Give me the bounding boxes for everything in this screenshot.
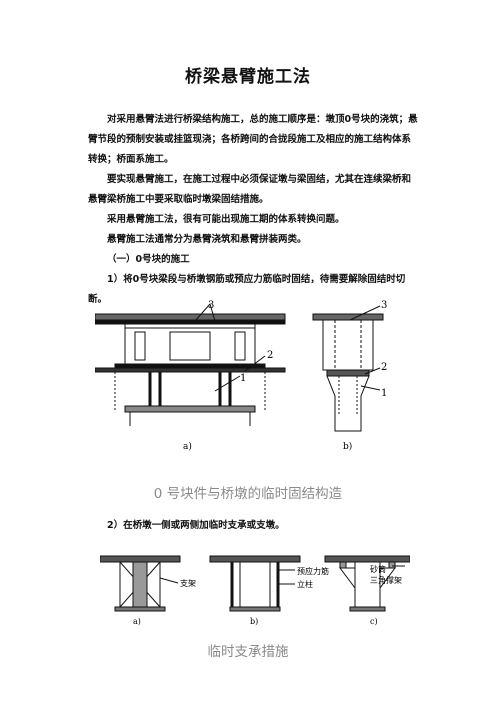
figure-2c-sublabel: c) [370, 617, 378, 626]
paragraph-system-conversion: 采用悬臂施工法，很有可能出现施工期的体系转换问题。 [107, 214, 345, 225]
figure-2b-label-strand: 预应力筋 [297, 566, 329, 576]
figure-1b-label-3: 3 [381, 300, 387, 311]
figure-1b-cross-section [312, 305, 384, 432]
figure-2c [324, 555, 410, 612]
figure-2b-label-column: 立柱 [297, 579, 313, 589]
figure-1a-label-3: 3 [208, 300, 214, 311]
figure-2b [209, 555, 301, 612]
figure-2c-label-sand: 砂筒 [370, 564, 386, 574]
figure-2c-label-truss: 三角撑架 [370, 575, 402, 585]
figure-1-caption: 0 号块件与桥墩的临时固结构造 [153, 486, 343, 502]
step-1-text: 1）将0号块梁段与桥墩钢筋或预应力筋临时固结，待需要解除固结时切断。 [88, 274, 406, 305]
figure-temporary-fixation: 3 2 1 a) 3 2 1 b) [95, 300, 387, 452]
figure-1b-sublabel: b) [343, 441, 352, 452]
figure-2-caption: 临时支承措施 [207, 644, 289, 660]
figure-2a-sublabel: a) [133, 617, 141, 626]
figure-1a-label-2: 2 [267, 350, 273, 361]
figure-2a [100, 555, 181, 612]
step-2-text: 2）在桥墩一侧或两侧加临时支承或支墩。 [107, 520, 285, 531]
paragraph-cantilever-types: 悬臂施工法通常分为悬臂浇筑和悬臂拼装两类。 [107, 234, 307, 245]
figure-1a-label-1: 1 [240, 373, 246, 384]
figure-2a-label-support: 支架 [180, 578, 196, 588]
paragraph-pier-beam-fixation: 要实现悬臂施工，在施工过程中必须保证墩与梁固结，尤其在连续梁桥和悬臂梁桥施工中要… [88, 174, 412, 205]
figure-1b-label-1: 1 [381, 388, 387, 399]
paragraph-construction-sequence: 对采用悬臂法进行桥梁结构施工，总的施工顺序是：墩顶0号块的浇筑；悬臂节段的预制安… [88, 114, 418, 165]
figure-2b-sublabel: b) [250, 617, 258, 626]
figure-1a-sublabel: a) [183, 441, 192, 452]
section-heading: （一）0号块的施工 [107, 254, 190, 265]
figure-temporary-supports: 支架 a) 预应力筋 立柱 b) 砂筒 三角撑架 c) [100, 555, 410, 626]
figure-1a-side-view [95, 303, 286, 426]
page-title: 桥梁悬臂施工法 [185, 67, 311, 87]
figure-1b-label-2: 2 [381, 362, 387, 373]
